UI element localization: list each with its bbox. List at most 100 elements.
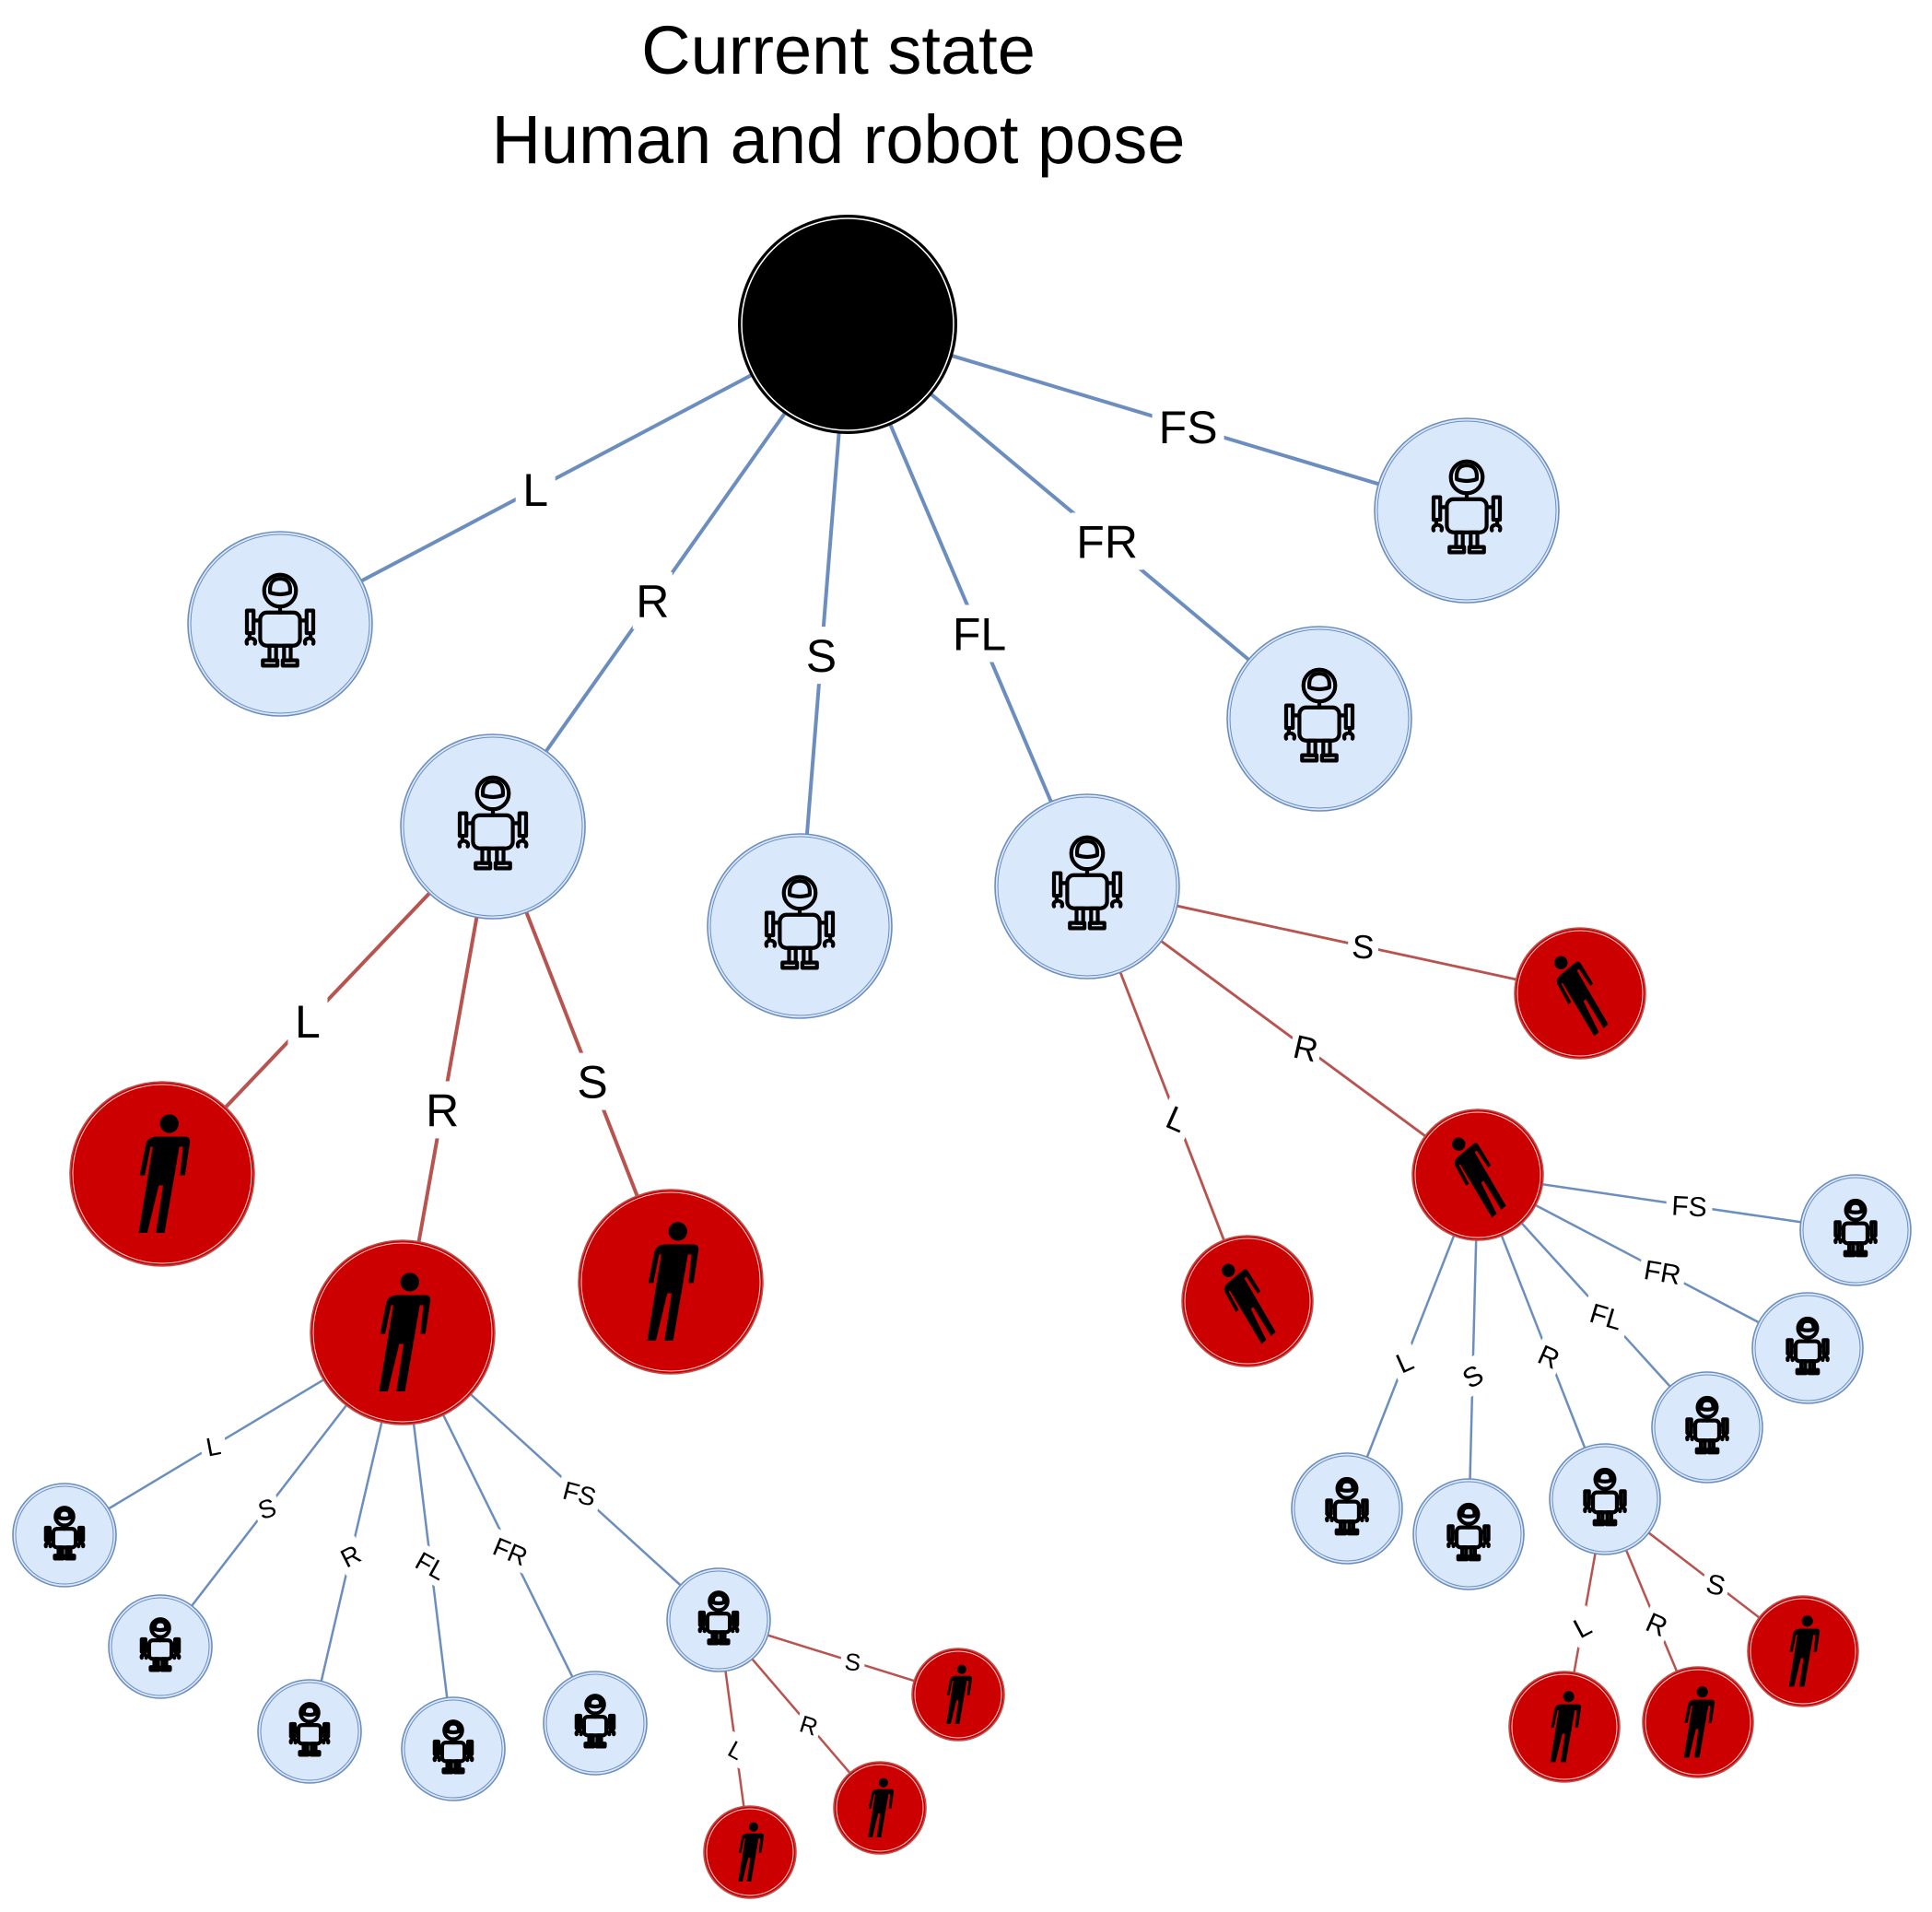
robot-node bbox=[543, 1671, 648, 1776]
edge-label-group: L bbox=[1385, 1340, 1424, 1383]
person-icon bbox=[738, 1822, 765, 1882]
person-icon bbox=[1550, 1691, 1582, 1763]
edge-label-backing bbox=[1699, 1564, 1733, 1604]
edge-label-group: FL bbox=[1579, 1293, 1633, 1340]
person-icon bbox=[1683, 1686, 1715, 1758]
robot-node bbox=[1412, 1478, 1525, 1590]
diagram-title-line-1: Current state bbox=[641, 12, 1036, 88]
edge-label: FS bbox=[1671, 1191, 1708, 1223]
edge-label: S bbox=[806, 630, 837, 682]
edge-label-group: S bbox=[572, 1052, 613, 1110]
edge-label-backing bbox=[1286, 1024, 1326, 1072]
edge-label: FR bbox=[1642, 1255, 1683, 1291]
edge-label-group: S bbox=[1452, 1354, 1493, 1398]
edge-label-backing bbox=[1636, 1250, 1689, 1293]
edge-label-group: L bbox=[515, 460, 556, 518]
edge-label-group: L bbox=[1154, 1093, 1200, 1144]
edge-label-group: L bbox=[197, 1427, 229, 1464]
robot-node bbox=[1651, 1371, 1763, 1484]
robot-icon bbox=[244, 572, 316, 668]
robot-node bbox=[994, 793, 1180, 979]
robot-icon bbox=[1283, 667, 1355, 763]
edge-label-backing bbox=[572, 1052, 613, 1110]
human-node bbox=[1642, 1666, 1754, 1778]
edge-label: FR bbox=[1076, 516, 1138, 568]
robot-icon bbox=[697, 1590, 740, 1646]
human-node bbox=[703, 1805, 797, 1899]
robot-icon bbox=[1583, 1467, 1627, 1527]
edge-label: L bbox=[522, 464, 548, 516]
robot-node bbox=[400, 733, 586, 920]
edge-label-group: S bbox=[1346, 924, 1380, 968]
human-node bbox=[578, 1189, 764, 1375]
edge-label-group: L bbox=[287, 992, 328, 1050]
edge-label: S bbox=[577, 1057, 607, 1108]
edge-label-group: R bbox=[1637, 1602, 1677, 1646]
robot-node bbox=[257, 1679, 362, 1784]
edge-label-group: FR bbox=[1636, 1250, 1689, 1293]
edge-label-backing bbox=[1154, 1093, 1200, 1144]
robot-icon bbox=[457, 775, 529, 871]
robot-icon bbox=[764, 874, 836, 970]
edge-label-group: R bbox=[792, 1707, 825, 1743]
human-node bbox=[1514, 927, 1646, 1060]
edge-label-backing bbox=[801, 627, 841, 685]
nodes-layer bbox=[12, 215, 1912, 1899]
edge-label-backing bbox=[838, 1645, 867, 1678]
robot-node bbox=[1799, 1174, 1912, 1286]
edge-label-backing bbox=[1152, 398, 1224, 456]
robot-icon bbox=[574, 1694, 616, 1749]
edge-label: L bbox=[204, 1431, 223, 1461]
human-node bbox=[69, 1081, 255, 1267]
person-icon bbox=[1452, 1137, 1506, 1218]
person-icon bbox=[1222, 1263, 1276, 1344]
diagram-title-line-2: Human and robot pose bbox=[491, 101, 1186, 178]
edge-label-group: S bbox=[1699, 1564, 1733, 1604]
robot-node bbox=[1226, 626, 1412, 812]
human-node bbox=[833, 1761, 927, 1855]
human-node bbox=[1508, 1671, 1621, 1783]
edge-label: FL bbox=[953, 609, 1006, 661]
edge-label-backing bbox=[1579, 1293, 1633, 1340]
edge-label-group: FR bbox=[1071, 512, 1143, 570]
edge-label-group: L bbox=[1562, 1605, 1602, 1648]
edge-label-group: FR bbox=[484, 1528, 537, 1575]
edge-label-backing bbox=[1346, 924, 1380, 968]
edge-label-backing bbox=[1071, 512, 1143, 570]
edge-label-backing bbox=[287, 992, 328, 1050]
edge-label-backing bbox=[1665, 1187, 1714, 1225]
human-node bbox=[310, 1239, 496, 1425]
robot-node bbox=[707, 833, 893, 1019]
edge-label-group: R bbox=[632, 571, 673, 629]
edge-label-backing bbox=[404, 1541, 458, 1590]
robot-icon bbox=[432, 1719, 474, 1775]
robot-icon bbox=[288, 1702, 331, 1757]
human-node bbox=[911, 1648, 1005, 1742]
robot-icon bbox=[1431, 459, 1503, 555]
edge-label: L bbox=[295, 996, 321, 1048]
root-node bbox=[738, 215, 957, 434]
edge-label-group: S bbox=[250, 1489, 285, 1528]
person-icon bbox=[1554, 956, 1609, 1037]
edge-label-backing bbox=[515, 460, 556, 518]
edge-label: S bbox=[843, 1648, 861, 1677]
robot-icon bbox=[43, 1506, 86, 1561]
person-icon bbox=[138, 1114, 191, 1233]
edge-label: R bbox=[426, 1085, 459, 1136]
edge-label-group: R bbox=[332, 1535, 369, 1577]
robot-node bbox=[187, 531, 373, 717]
robot-node bbox=[1374, 417, 1560, 604]
edge-label-group: FS bbox=[1665, 1187, 1714, 1225]
robot-icon bbox=[1325, 1476, 1369, 1536]
edge-label: R bbox=[636, 576, 669, 628]
edge-label-backing bbox=[1529, 1335, 1569, 1378]
edge-label-backing bbox=[484, 1528, 537, 1575]
edge-label-group: FS bbox=[1152, 398, 1224, 456]
edge-label-backing bbox=[554, 1472, 605, 1515]
edge-label-group: L bbox=[718, 1730, 755, 1769]
edge-label-group: FL bbox=[404, 1541, 458, 1590]
edge-label-backing bbox=[250, 1489, 285, 1528]
person-icon bbox=[647, 1222, 699, 1341]
